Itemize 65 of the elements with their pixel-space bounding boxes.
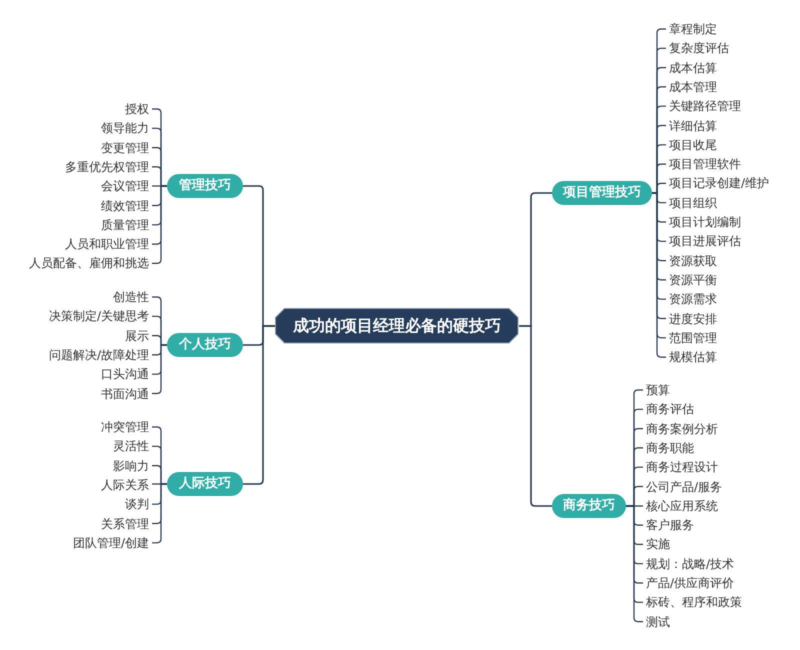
subtopic-label: 范围管理 [666, 328, 717, 347]
subtopic-label: 绩效管理 [101, 196, 152, 214]
subtopic-label: 章程制定 [666, 20, 717, 38]
subtopic-label: 资源获取 [666, 252, 717, 270]
subtopic-label: 人员和职业管理 [65, 235, 152, 254]
connector-line [152, 185, 167, 264]
subtopic-label: 商务职能 [643, 438, 694, 457]
subtopic-label: 会议管理 [101, 177, 152, 196]
subtopic-label: 标砖、程序和政策 [643, 593, 742, 612]
subtopic-label: 详细估算 [666, 116, 717, 134]
subtopic-label: 人际关系 [101, 476, 152, 494]
branch-pill: 个人技巧 [167, 333, 243, 357]
subtopic-label: 影响力 [113, 456, 152, 475]
subtopic-label: 变更管理 [101, 138, 152, 157]
branch-pill: 管理技巧 [167, 174, 243, 198]
subtopic-label: 项目收尾 [666, 136, 717, 154]
subtopic-label: 资源平衡 [666, 270, 717, 289]
subtopic-label: 商务评估 [643, 400, 694, 418]
subtopic-label: 进度安排 [666, 310, 717, 328]
subtopic-label: 商务过程设计 [643, 458, 718, 476]
subtopic-label: 关键路径管理 [666, 97, 741, 116]
subtopic-label: 多重优先权管理 [65, 158, 152, 176]
branch-pill: 项目管理技巧 [552, 181, 652, 205]
connector-line [519, 325, 552, 507]
subtopic-label: 书面沟通 [101, 384, 152, 402]
topic-box: 成功的项目经理必备的硬技巧 [275, 308, 519, 344]
subtopic-label: 项目计划编制 [666, 213, 741, 231]
subtopic-label: 创造性 [113, 288, 152, 306]
subtopic-label: 测试 [643, 612, 670, 631]
subtopic-label: 口头沟通 [101, 365, 152, 384]
subtopic-label: 项目组织 [666, 194, 717, 212]
subtopic-label: 成本估算 [666, 58, 717, 77]
subtopic-label: 决策制定/关键思考 [48, 307, 152, 326]
subtopic-label: 项目记录创建/维护 [666, 174, 770, 192]
subtopic-label: 人员配备、雇佣和挑选 [29, 254, 152, 272]
subtopic-label: 产品/供应商评价 [643, 574, 734, 592]
subtopic-label: 灵活性 [113, 437, 152, 456]
subtopic-label: 成本管理 [666, 78, 717, 96]
subtopic-label: 商务案例分析 [643, 420, 718, 438]
subtopic-label: 公司产品/服务 [643, 478, 722, 496]
subtopic-label: 团队管理/创建 [72, 534, 152, 552]
subtopic-label: 问题解决/故障处理 [48, 346, 152, 364]
subtopic-label: 客户服务 [643, 516, 694, 534]
connector-line [626, 505, 643, 622]
subtopic-label: 项目管理软件 [666, 155, 741, 174]
subtopic-label: 资源需求 [666, 290, 717, 308]
connector-line [152, 483, 167, 544]
subtopic-label: 核心应用系统 [643, 496, 718, 515]
subtopic-label: 谈判 [125, 495, 152, 514]
subtopic-label: 领导能力 [101, 119, 152, 138]
subtopic-label: 实施 [643, 535, 670, 554]
subtopic-label: 规划：战略/技术 [643, 554, 734, 573]
connector-line [243, 325, 275, 485]
connector-line [152, 344, 167, 394]
subtopic-label: 规模估算 [666, 348, 717, 366]
branch-pill: 人际技巧 [167, 472, 243, 496]
subtopic-label: 质量管理 [101, 216, 152, 234]
subtopic-label: 预算 [643, 381, 670, 399]
subtopic-label: 项目进展评估 [666, 232, 741, 250]
subtopic-label: 关系管理 [101, 514, 152, 532]
subtopic-label: 复杂度评估 [666, 39, 729, 58]
subtopic-label: 展示 [125, 326, 152, 345]
branch-pill: 商务技巧 [552, 494, 626, 518]
subtopic-label: 授权 [125, 100, 152, 118]
subtopic-label: 冲突管理 [101, 418, 152, 436]
